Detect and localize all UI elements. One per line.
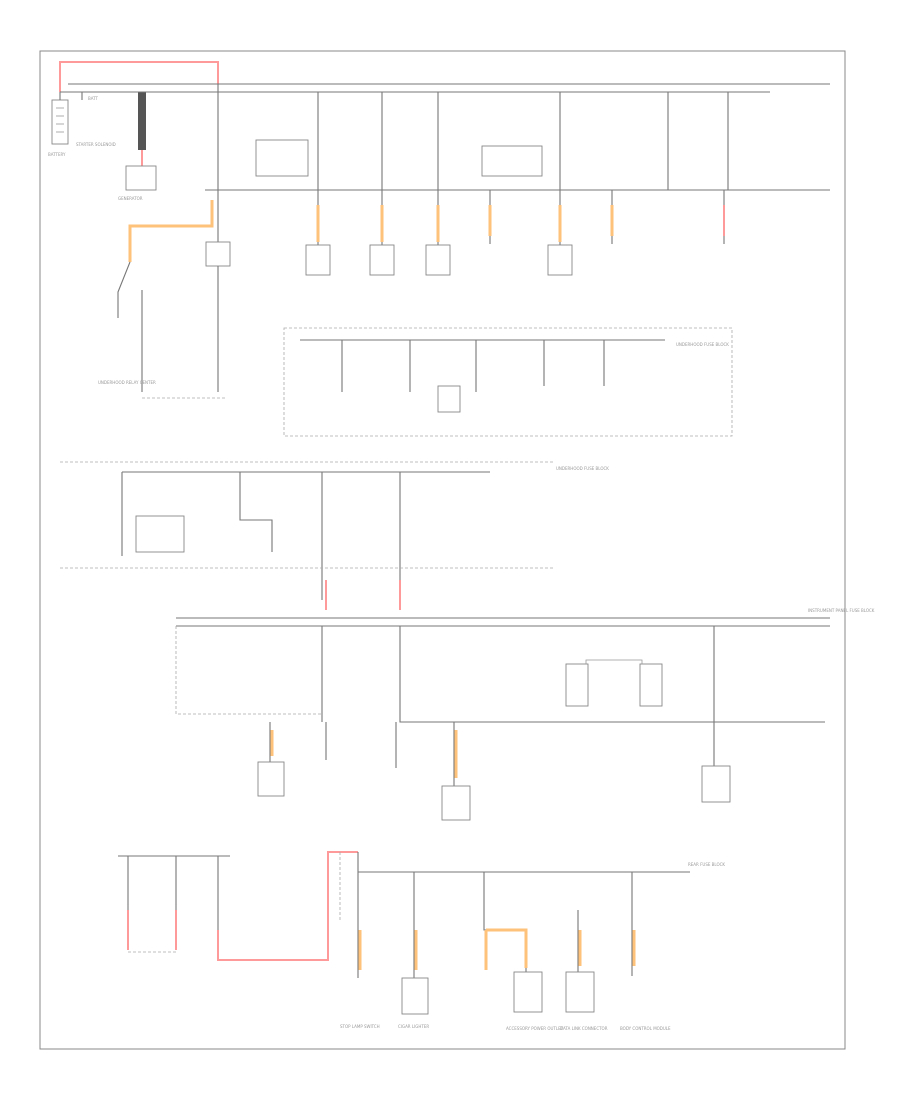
load-label-2: CIGAR LIGHTER — [398, 1024, 429, 1029]
starter-relay — [205, 241, 231, 267]
diagram-frame — [39, 50, 846, 1050]
generator-box — [125, 165, 157, 191]
starter-switch-label: UNDERHOOD RELAY CENTER — [98, 380, 156, 385]
battery-group: BATTERY BATT STARTER SOLENOID — [48, 61, 219, 157]
generator-label: GENERATOR — [118, 196, 143, 201]
rear-fuse-block: REAR FUSE BLOCK — [118, 851, 725, 961]
bottom-load-labels: STOP LAMP SWITCH CIGAR LIGHTER ACCESSORY… — [340, 1024, 671, 1031]
relay-center-frame — [283, 327, 733, 437]
ip-lower-branches — [257, 722, 731, 821]
starter-relay-group: UNDERHOOD RELAY CENTER — [98, 190, 231, 399]
load-label-4: DATA LINK CONNECTOR — [560, 1026, 608, 1031]
bottom-loads — [357, 872, 636, 1015]
generator-coil — [138, 92, 146, 150]
relay-box-2 — [481, 145, 543, 177]
battery-label: BATTERY — [48, 152, 66, 157]
ip-fuse-block-label: INSTRUMENT PANEL FUSE BLOCK — [808, 608, 875, 613]
middle-row: UNDERHOOD FUSE BLOCK — [121, 466, 609, 610]
relay-box-1 — [255, 139, 309, 177]
generator-group: GENERATOR — [118, 92, 157, 201]
relay-center-label: UNDERHOOD FUSE BLOCK — [676, 342, 729, 347]
batt-fuse-label: BATT — [88, 96, 99, 101]
rear-fuse-block-label: REAR FUSE BLOCK — [688, 862, 725, 867]
top-fuse-row — [255, 92, 729, 190]
load-label-1: STOP LAMP SWITCH — [340, 1024, 380, 1029]
battery-symbol — [51, 99, 69, 145]
second-row-branches — [305, 190, 725, 276]
starter-label: STARTER SOLENOID — [76, 142, 116, 147]
relay-center-contents: UNDERHOOD FUSE BLOCK — [300, 339, 729, 413]
battery-positive-cable — [59, 61, 219, 92]
load-label-5: BODY CONTROL MODULE — [620, 1026, 671, 1031]
ip-fuse-block: INSTRUMENT PANEL FUSE BLOCK — [175, 608, 875, 723]
underhood-block-2-label: UNDERHOOD FUSE BLOCK — [556, 466, 609, 471]
load-label-3: ACCESSORY POWER OUTLET — [506, 1026, 564, 1031]
